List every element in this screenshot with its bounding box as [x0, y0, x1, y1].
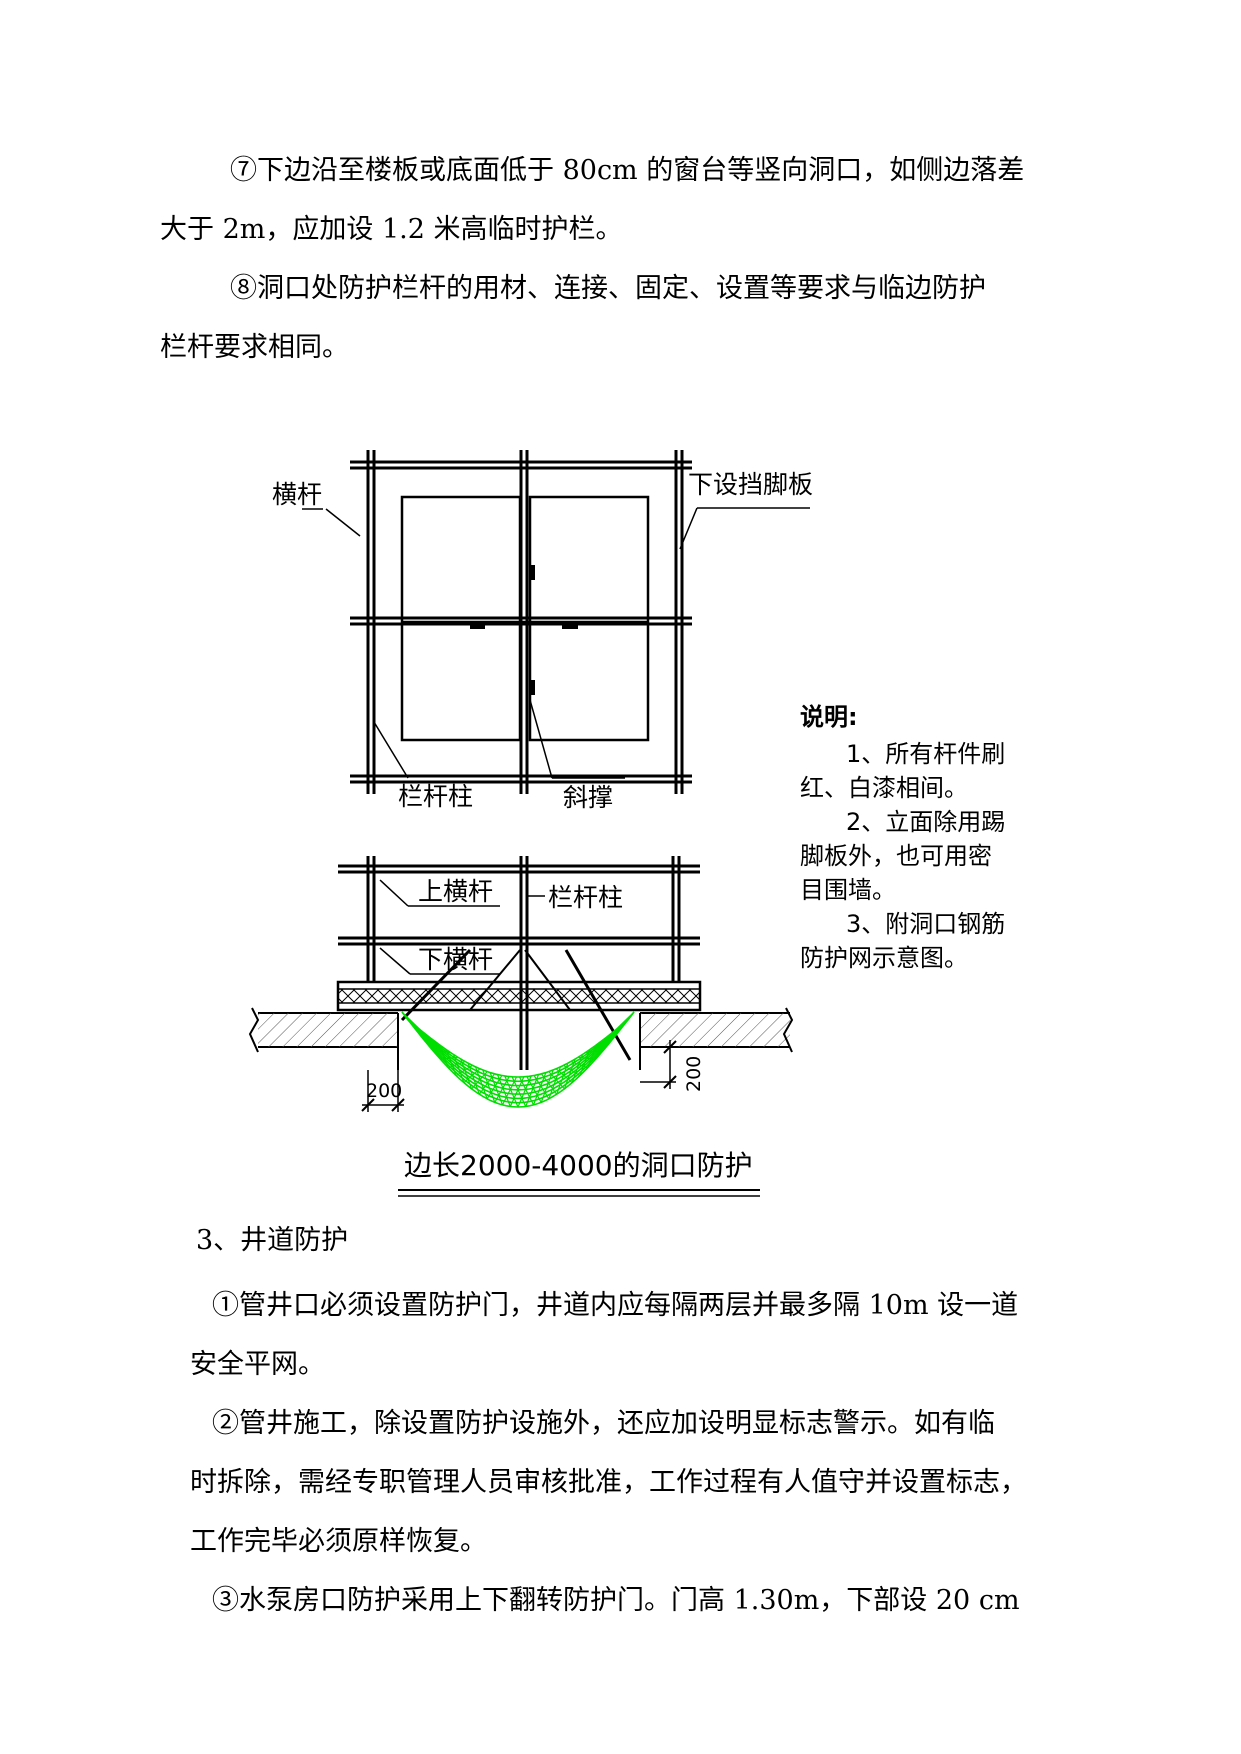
net-cross-strand: [585, 1050, 604, 1054]
notes-title: 说明:: [800, 703, 858, 731]
net-cross-strand: [467, 1062, 480, 1095]
item2-line1: ②管井施工，除设置防护设施外，还应加设明显标志警示。如有临: [212, 1408, 995, 1439]
net-cross-strand: [511, 1076, 527, 1107]
note1-line1: 1、所有杆件刷: [846, 740, 1005, 768]
net-cross-strand: [592, 1040, 611, 1049]
item2-line3: 工作完毕必须原样恢复。: [190, 1526, 487, 1557]
note3-line2: 防护网示意图。: [800, 944, 968, 972]
net-cross-strand: [489, 1072, 504, 1106]
item1-line2: 安全平网。: [190, 1349, 325, 1380]
figure-caption: 边长2000-4000的洞口防护: [404, 1149, 753, 1182]
net-cross-strand: [401, 1011, 422, 1032]
net-cross-strand: [496, 1074, 511, 1107]
net-strand: [407, 1019, 629, 1078]
net-cross-strand: [571, 1054, 584, 1083]
net-cross-strand: [556, 1062, 569, 1095]
net-cross-strand: [563, 1058, 576, 1090]
item3-line1: ③水泵房口防护采用上下翻转防护门。门高 1.30m，下部设 20 cm: [212, 1585, 1020, 1616]
note3-line1: 3、附洞口钢筋: [846, 910, 1005, 938]
net-cross-strand: [548, 1071, 565, 1090]
net-cross-strand: [563, 1064, 581, 1077]
net-cross-strand: [587, 1044, 598, 1069]
note2-line1: 2、立面除用踢: [846, 808, 1005, 836]
plan-view: [302, 450, 810, 794]
net-cross-strand: [599, 1031, 619, 1043]
label-shanghengan: 上横杆: [418, 877, 493, 906]
net-cross-strand: [416, 1026, 426, 1042]
net-cross-strand: [570, 1061, 588, 1069]
net-cross-strand: [409, 1020, 418, 1033]
net-cross-strand: [533, 1075, 550, 1100]
net-cross-strand: [445, 1049, 457, 1076]
net-cross-strand: [430, 1038, 442, 1060]
net-cross-strand: [625, 1019, 629, 1023]
net-cross-strand: [594, 1038, 606, 1060]
para8-line2: 栏杆要求相同。: [160, 332, 349, 363]
label-langanzhu-elevation: 栏杆柱: [548, 883, 623, 912]
para7-line1: ⑦下边沿至楼板或底面低于 80cm 的窗台等竖向洞口，如侧边落差: [230, 155, 1025, 186]
dim-right-200: 200: [683, 1056, 705, 1092]
net-cross-strand: [518, 1076, 535, 1106]
net-cross-strand: [579, 1049, 591, 1076]
net-strand: [401, 1011, 635, 1108]
net-cross-strand: [540, 1069, 554, 1103]
label-xiecheng: 斜撑: [563, 783, 613, 812]
net-cross-strand: [460, 1058, 473, 1090]
net-cross-strand: [401, 1011, 409, 1021]
net-cross-strand: [526, 1076, 542, 1103]
dim-left-200: 200: [366, 1080, 402, 1102]
net-strand: [402, 1012, 634, 1104]
net-strand: [403, 1013, 633, 1100]
net-cross-strand: [474, 1066, 488, 1100]
net-strand: [406, 1018, 630, 1083]
notes-block: 说明: 1、所有杆件刷 红、白漆相间。 2、立面除用踢 脚板外，也可用密 目围墙…: [800, 703, 1005, 972]
label-hengan: 横杆: [272, 480, 322, 509]
net-cross-strand: [504, 1075, 519, 1108]
item2-line2: 时拆除，需经专职管理人员审核批准，工作过程有人值守并设置标志，: [190, 1467, 1027, 1498]
label-langanzhu: 栏杆柱: [398, 782, 473, 811]
net-cross-strand: [541, 1073, 558, 1095]
net-cross-strand: [409, 1021, 429, 1037]
steel-mesh-net: [401, 1011, 635, 1108]
label-xiashe-dangjiaoban: 下设挡脚板: [688, 470, 813, 499]
net-cross-strand: [548, 1066, 562, 1100]
net-strand: [404, 1014, 632, 1095]
item1-line1: ①管井口必须设置防护门，井道内应每隔两层并最多隔 10m 设一道: [212, 1290, 1019, 1321]
para8-line1: ⑧洞口处防护栏杆的用材、连接、固定、设置等要求与临边防护: [230, 273, 986, 304]
net-cross-strand: [578, 1056, 596, 1061]
note2-line3: 目围墙。: [800, 876, 896, 904]
net-cross-strand: [423, 1032, 434, 1051]
note2-line2: 脚板外，也可用密: [800, 842, 992, 870]
note1-line2: 红、白漆相间。: [800, 774, 968, 802]
section3-heading: 3、井道防护: [196, 1225, 349, 1256]
net-cross-strand: [438, 1044, 449, 1069]
net-cross-strand: [614, 1011, 635, 1032]
para7-line2: 大于 2m，应加设 1.2 米高临时护栏。: [160, 214, 623, 245]
net-cross-strand: [482, 1069, 496, 1103]
net-cross-strand: [555, 1068, 573, 1084]
label-xiahengan: 下横杆: [418, 945, 493, 974]
net-cross-strand: [452, 1054, 465, 1083]
